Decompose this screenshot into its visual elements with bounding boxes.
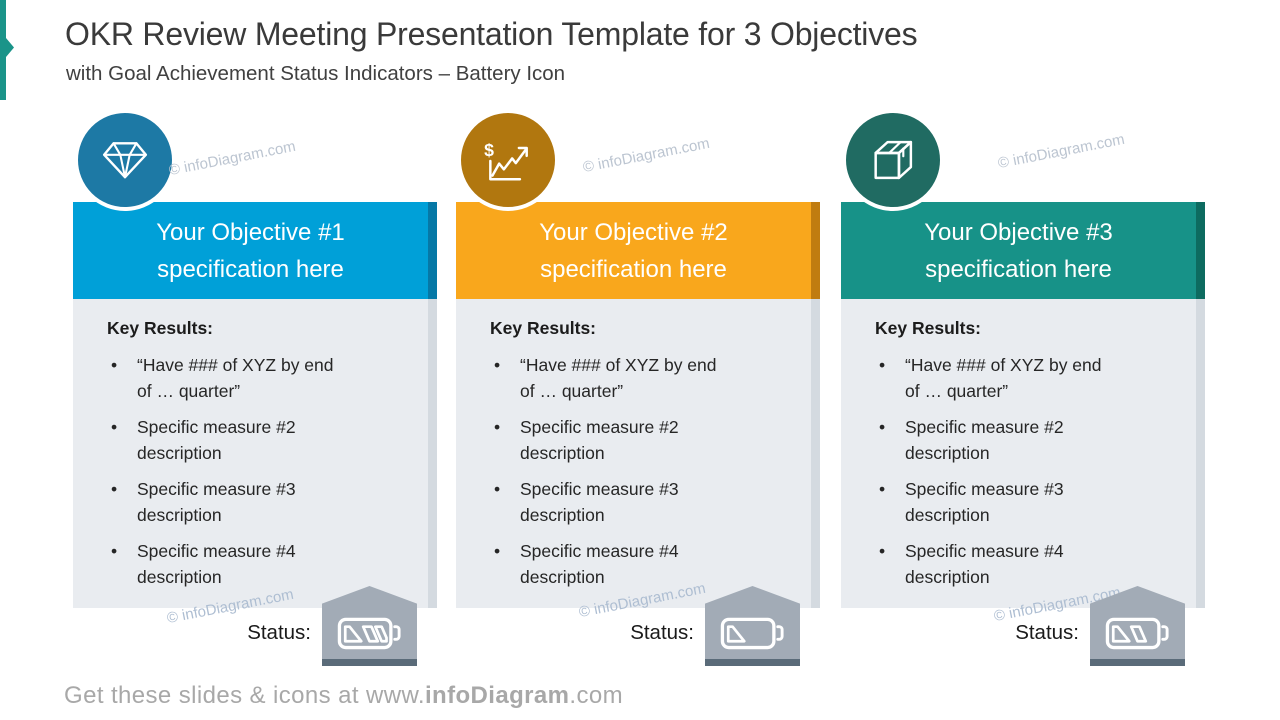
bullet-marker: • — [879, 417, 886, 437]
footer-brand-link[interactable]: infoDiagram — [424, 682, 570, 709]
footer-suffix: .com — [569, 682, 623, 709]
bullet-marker: • — [111, 355, 118, 375]
bullet-marker: • — [494, 417, 501, 437]
key-result-text: Specific measure #3 description — [520, 479, 679, 525]
objective-3-title: Your Objective #3 specification here — [924, 218, 1113, 283]
objective-card-2: Your Objective #2 specification here Key… — [456, 0, 820, 720]
objective-1-header: Your Objective #1 specification here — [73, 202, 437, 299]
accent-ribbon-icon — [0, 0, 14, 100]
battery-icon — [1105, 617, 1169, 650]
objective-1-body: Key Results: • “Have ### of XYZ by end of… — [73, 299, 437, 608]
bullet-marker: • — [111, 479, 118, 499]
key-result-item: • Specific measure #3 description — [109, 476, 352, 528]
page-subtitle: with Goal Achievement Status Indicators … — [66, 62, 566, 85]
badge-strip — [705, 659, 800, 666]
key-result-item: • “Have ### of XYZ by end of … quarter” — [877, 352, 1120, 404]
bullet-marker: • — [494, 479, 501, 499]
bullet-marker: • — [494, 541, 501, 561]
objective-3-body: Key Results: • “Have ### of XYZ by end of… — [841, 299, 1205, 608]
battery-icon — [720, 617, 784, 650]
key-results-heading: Key Results: — [107, 318, 214, 338]
key-result-text: Specific measure #2 description — [137, 417, 296, 463]
key-result-item: • Specific measure #2 description — [492, 414, 735, 466]
bullet-marker: • — [879, 479, 886, 499]
objective-card-1: Your Objective #1 specification here Key… — [73, 0, 437, 720]
footer-promo-text: Get these slides & icons at www.infoDiag… — [64, 682, 623, 710]
battery-status-badge-1 — [322, 586, 417, 666]
objective-1-title: Your Objective #1 specification here — [156, 218, 345, 283]
cube-icon — [874, 140, 913, 180]
key-result-text: “Have ### of XYZ by end of … quarter” — [905, 355, 1102, 401]
key-result-item: • Specific measure #3 description — [492, 476, 735, 528]
key-result-text: Specific measure #3 description — [137, 479, 296, 525]
battery-status-badge-3 — [1090, 586, 1185, 666]
objective-3-header: Your Objective #3 specification here — [841, 202, 1205, 299]
bullet-marker: • — [879, 541, 886, 561]
bullet-marker: • — [111, 541, 118, 561]
status-label: Status: — [247, 621, 311, 644]
key-result-item: • Specific measure #2 description — [877, 414, 1120, 466]
footer-prefix: Get these slides & icons at www. — [64, 682, 425, 709]
bullet-marker: • — [494, 355, 501, 375]
badge-strip — [1090, 659, 1185, 666]
objective-2-title: Your Objective #2 specification here — [539, 218, 728, 283]
key-result-item: • “Have ### of XYZ by end of … quarter” — [492, 352, 735, 404]
bullet-marker: • — [111, 417, 118, 437]
key-result-item: • Specific measure #4 description — [492, 538, 735, 590]
key-result-text: Specific measure #4 description — [905, 541, 1064, 587]
bullet-marker: • — [879, 355, 886, 375]
objective-3-icon-circle — [842, 109, 944, 211]
key-result-text: Specific measure #3 description — [905, 479, 1064, 525]
key-result-text: “Have ### of XYZ by end of … quarter” — [520, 355, 717, 401]
key-result-text: Specific measure #4 description — [137, 541, 296, 587]
key-result-text: Specific measure #4 description — [520, 541, 679, 587]
key-result-text: Specific measure #2 description — [520, 417, 679, 463]
battery-status-badge-2 — [705, 586, 800, 666]
key-results-heading: Key Results: — [875, 318, 982, 338]
objective-card-3: Your Objective #3 specification here Key… — [841, 0, 1205, 720]
objective-2-body: Key Results: • “Have ### of XYZ by end of… — [456, 299, 820, 608]
status-label: Status: — [630, 621, 694, 644]
objective-2-icon-circle: $ — [457, 109, 559, 211]
status-label: Status: — [1015, 621, 1079, 644]
diamond-icon — [102, 142, 148, 179]
dollar-sign: $ — [484, 140, 494, 160]
battery-icon — [337, 617, 401, 650]
key-results-list: • “Have ### of XYZ by end of … quarter” •… — [73, 352, 428, 590]
key-result-item: • Specific measure #4 description — [109, 538, 352, 590]
key-result-text: Specific measure #2 description — [905, 417, 1064, 463]
badge-strip — [322, 659, 417, 666]
key-result-item: • Specific measure #3 description — [877, 476, 1120, 528]
key-result-item: • Specific measure #2 description — [109, 414, 352, 466]
key-results-list: • “Have ### of XYZ by end of … quarter” •… — [456, 352, 811, 590]
key-results-heading: Key Results: — [490, 318, 597, 338]
key-result-text: “Have ### of XYZ by end of … quarter” — [137, 355, 334, 401]
key-results-list: • “Have ### of XYZ by end of … quarter” •… — [841, 352, 1196, 590]
key-result-item: • Specific measure #4 description — [877, 538, 1120, 590]
key-result-item: • “Have ### of XYZ by end of … quarter” — [109, 352, 352, 404]
page-title: OKR Review Meeting Presentation Template… — [65, 16, 918, 52]
objective-2-header: Your Objective #2 specification here — [456, 202, 820, 299]
dollar-growth-chart-icon: $ — [484, 140, 528, 181]
objective-1-icon-circle — [74, 109, 176, 211]
